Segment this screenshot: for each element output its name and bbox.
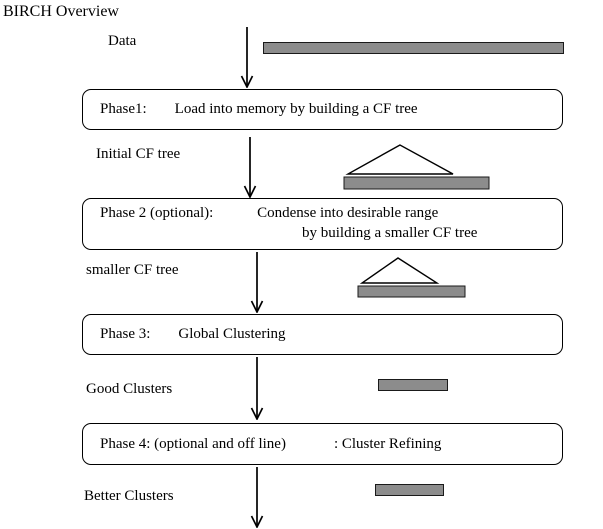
data-label: Data — [108, 33, 137, 49]
diagram-title: BIRCH Overview — [3, 3, 119, 20]
down-arrow-icon — [250, 467, 264, 528]
phase3-text: Global Clustering — [178, 326, 286, 342]
phase4-box: Phase 4: (optional and off line) : Clust… — [82, 423, 563, 465]
phase2-line2: by building a smaller CF tree — [302, 224, 478, 241]
phase3-box: Phase 3: Global Clustering — [82, 314, 563, 355]
smaller-cf-tree-label: smaller CF tree — [86, 262, 179, 278]
phase3-label: Phase 3: — [100, 326, 151, 342]
phase2-line1: Phase 2 (optional): Condense into desira… — [100, 204, 562, 224]
small-cf-tree-icon — [357, 257, 466, 298]
cf-tree-icon — [343, 144, 490, 190]
better-clusters-bar-icon — [375, 484, 444, 496]
data-bar-icon — [263, 42, 564, 54]
down-arrow-icon — [250, 357, 264, 420]
phase1-text: Load into memory by building a CF tree — [174, 101, 418, 117]
phase2-box: Phase 2 (optional): Condense into desira… — [82, 198, 563, 250]
phase2-label: Phase 2 (optional): — [100, 205, 214, 221]
down-arrow-icon — [243, 137, 257, 198]
phase4-label: Phase 4: (optional and off line) — [100, 435, 286, 452]
phase1-label: Phase1: — [100, 101, 147, 117]
phase4-text: : Cluster Refining — [333, 435, 442, 452]
phase1-box: Phase1: Load into memory by building a C… — [82, 89, 563, 130]
initial-cf-tree-label: Initial CF tree — [96, 146, 181, 162]
down-arrow-icon — [240, 27, 254, 88]
phase2-text: Condense into desirable range — [257, 205, 439, 221]
down-arrow-icon — [250, 252, 264, 313]
better-clusters-label: Better Clusters — [84, 488, 174, 504]
good-clusters-label: Good Clusters — [86, 381, 173, 397]
good-clusters-bar-icon — [378, 379, 448, 391]
